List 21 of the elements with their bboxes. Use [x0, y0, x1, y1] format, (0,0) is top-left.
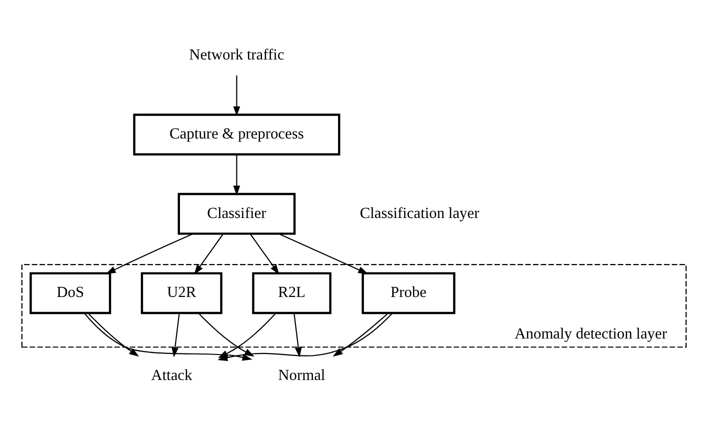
- node-text: Normal: [278, 366, 326, 384]
- arrow: [332, 312, 389, 357]
- arrow: [294, 313, 302, 358]
- label: Classification layer: [360, 204, 480, 222]
- node-text: Network traffic: [189, 46, 284, 64]
- node-box: R2L: [252, 272, 332, 314]
- arrow: [106, 233, 194, 274]
- node-box: Capture & preprocess: [133, 114, 340, 156]
- node-box: DoS: [30, 272, 112, 314]
- node-box: Probe: [362, 272, 456, 314]
- node-box: Classifier: [178, 192, 296, 235]
- arrow: [84, 312, 252, 361]
- arrow: [250, 234, 280, 275]
- arrow: [233, 75, 240, 116]
- arrow: [172, 313, 180, 358]
- arrow: [233, 154, 240, 196]
- node-box: U2R: [140, 272, 222, 314]
- arrow: [87, 312, 140, 357]
- arrow: [278, 233, 368, 274]
- node-text: Attack: [151, 366, 192, 384]
- arrow: [194, 234, 224, 275]
